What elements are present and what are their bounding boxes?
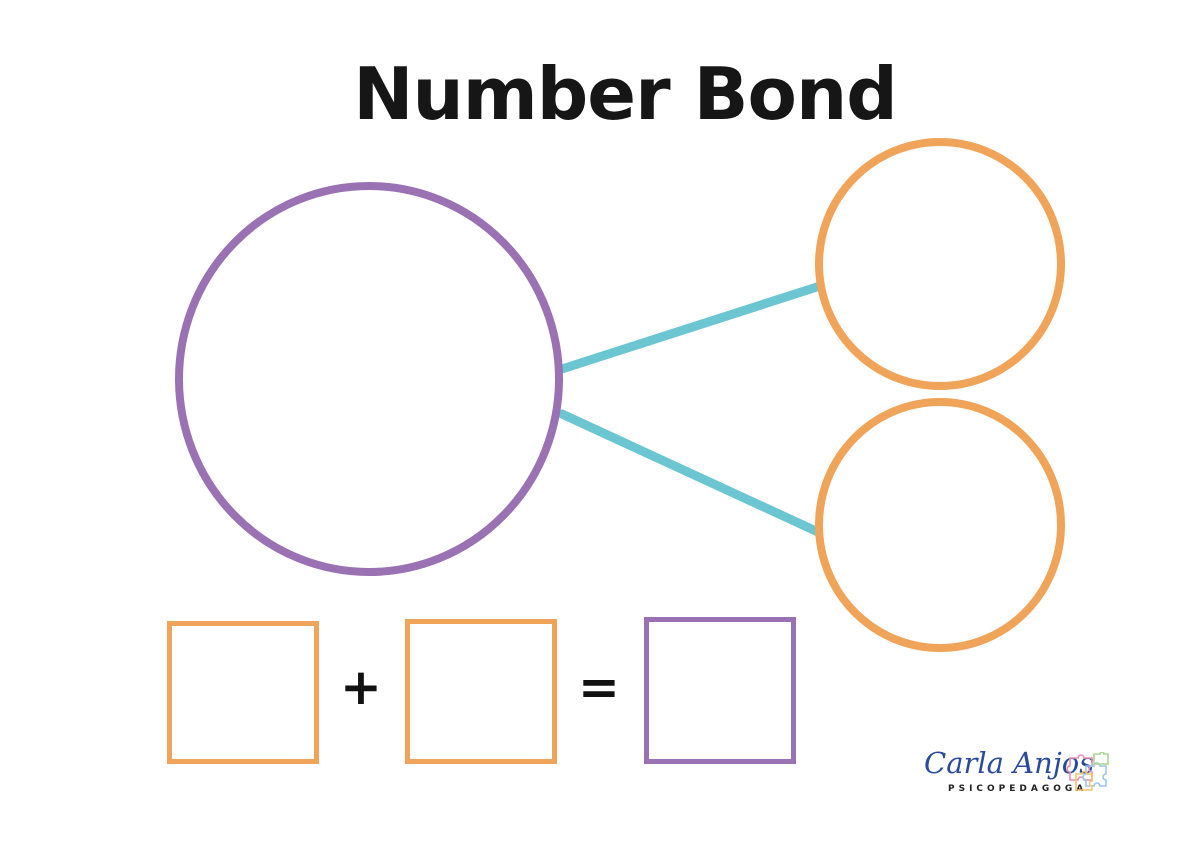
brand-logo: Carla Anjos PSICOPEDAGOGA [918,744,1118,804]
connector-bottom-line [557,409,823,537]
equals-sign: = [578,658,620,716]
sum-box[interactable] [644,617,796,764]
puzzle-pieces-icon [1066,752,1109,791]
addend-box-first[interactable] [167,621,319,764]
plus-sign: + [340,658,382,716]
part-circle-bottom[interactable] [815,398,1065,652]
page-title: Number Bond [353,52,898,136]
part-circle-top[interactable] [815,138,1065,390]
addend-box-second[interactable] [405,619,557,764]
logo-subtitle: PSICOPEDAGOGA [948,784,1088,794]
logo-name: Carla Anjos [924,746,1095,780]
connector-top-line [557,281,825,374]
whole-circle[interactable] [175,182,563,576]
